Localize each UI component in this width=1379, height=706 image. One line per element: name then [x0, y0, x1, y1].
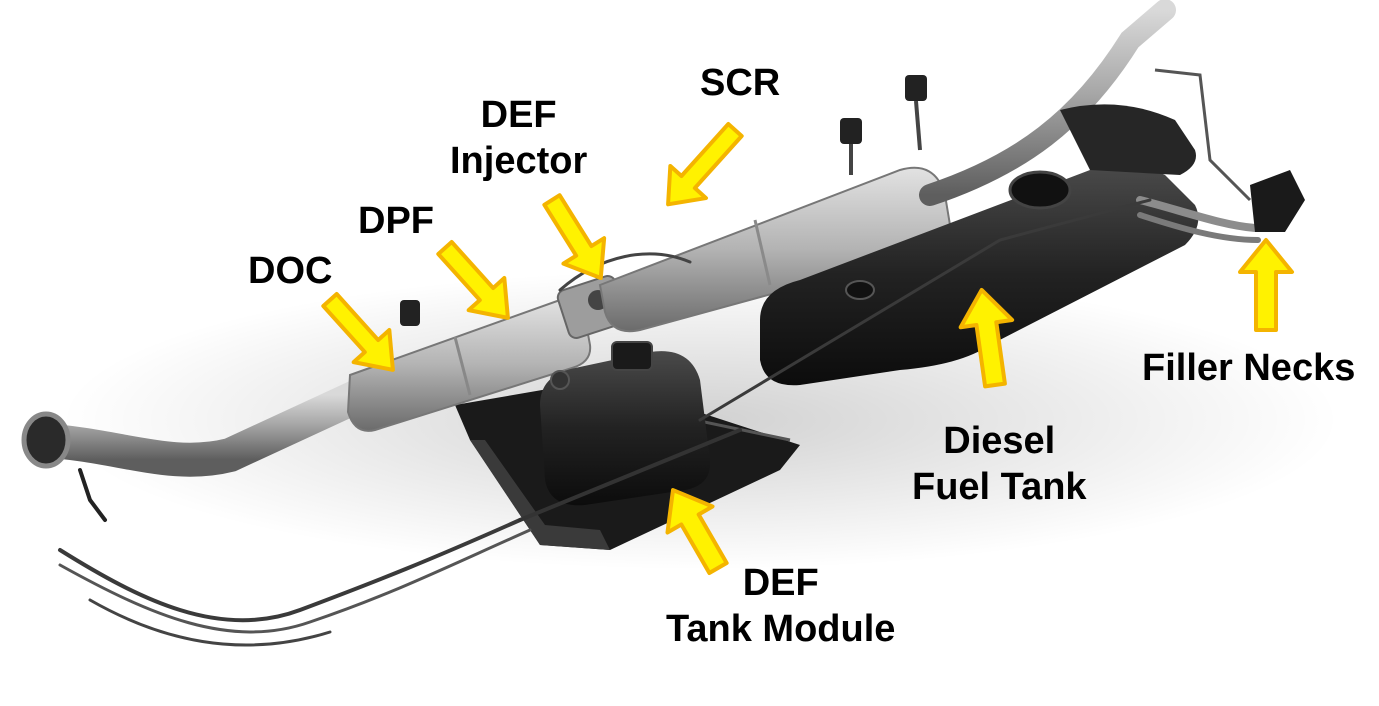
label-def-injector: DEF Injector: [450, 92, 587, 184]
label-scr: SCR: [700, 60, 780, 106]
label-dpf: DPF: [358, 198, 434, 244]
label-diesel-line1: Diesel: [912, 418, 1087, 464]
label-def-tank-line2: Tank Module: [666, 606, 895, 652]
label-doc: DOC: [248, 248, 332, 294]
label-def-tank-module: DEF Tank Module: [666, 560, 895, 652]
label-diesel-fuel-tank: Diesel Fuel Tank: [912, 418, 1087, 510]
scr-arrow: [650, 114, 753, 220]
label-def-injector-line1: DEF: [450, 92, 587, 138]
label-diesel-line2: Fuel Tank: [912, 464, 1087, 510]
exhaust-inlet-opening: [24, 414, 68, 466]
label-filler-necks: Filler Necks: [1142, 345, 1355, 391]
label-def-tank-line1: DEF: [666, 560, 895, 606]
filler-necks-arrow: [1240, 240, 1292, 330]
label-def-injector-line2: Injector: [450, 138, 587, 184]
